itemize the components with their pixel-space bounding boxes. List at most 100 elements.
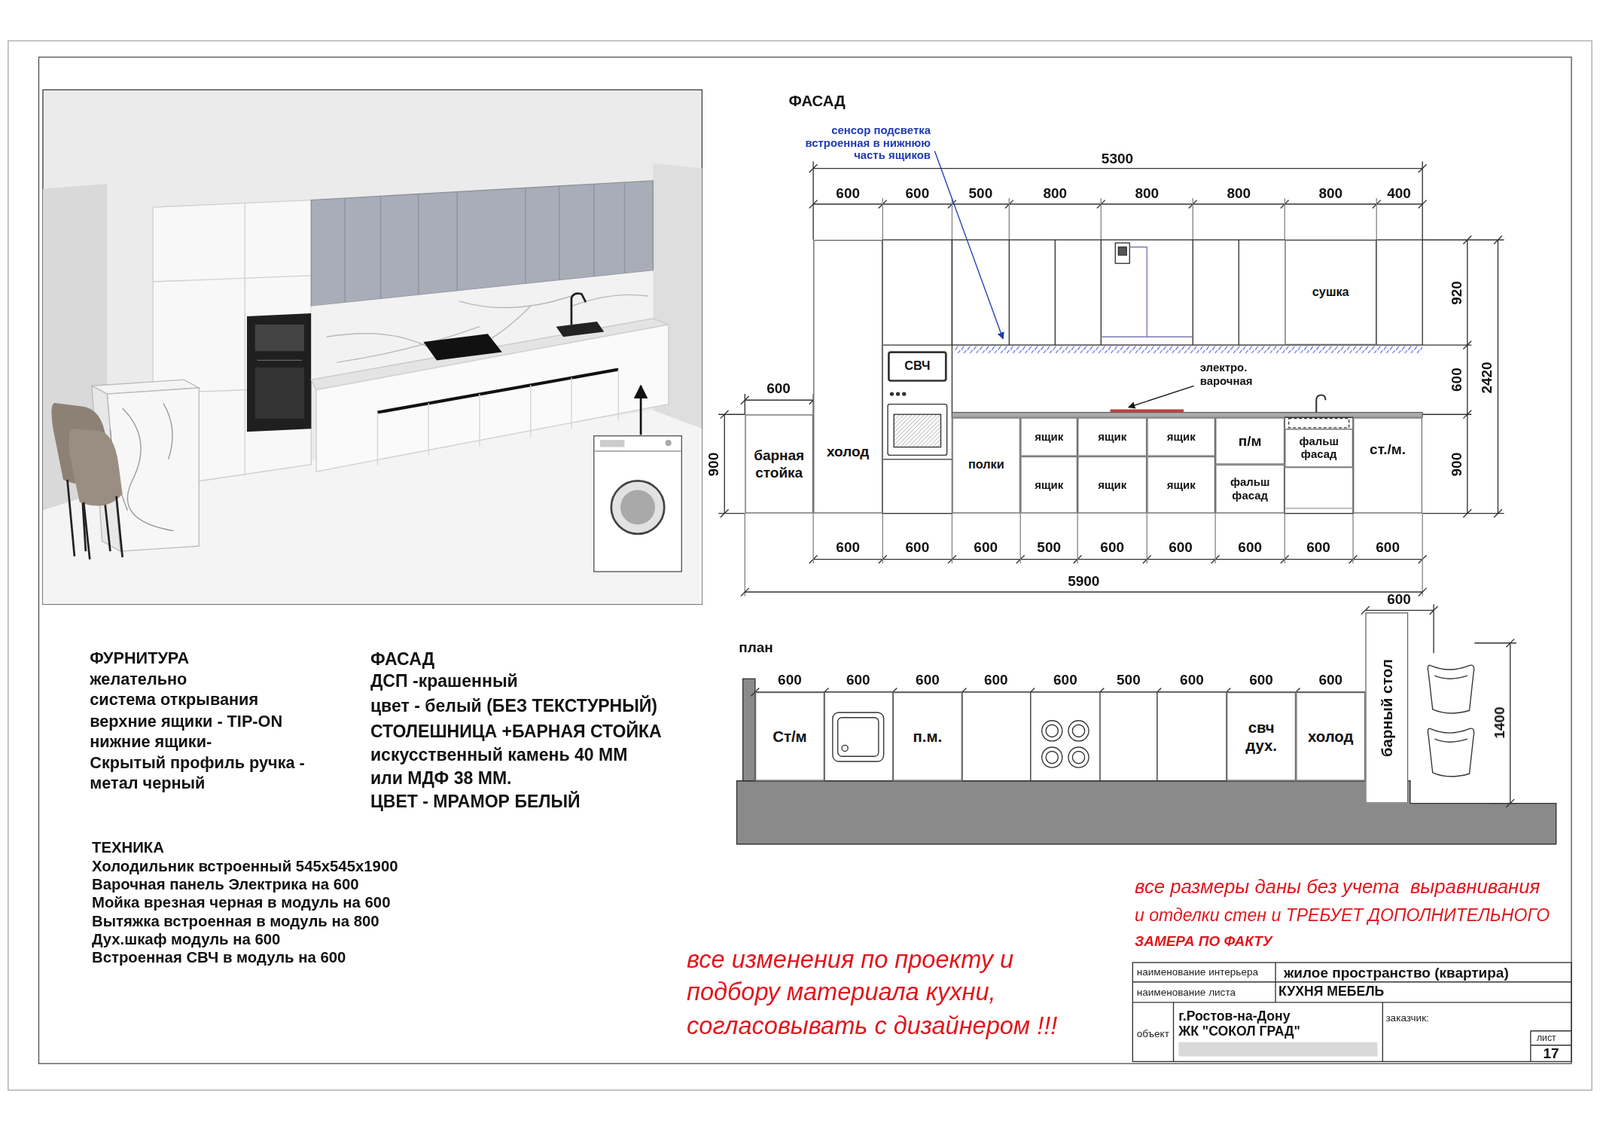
plan-module: п.м. [892,691,963,781]
module-label: холод [826,442,869,460]
title-block-cell: заказчик: [1385,1011,1429,1024]
dryer-cabinet: сушка [1284,239,1377,345]
dimension-label: 600 [1100,538,1125,555]
drawer-module: ящик [1146,417,1216,456]
dimension-label: 600 [846,671,871,689]
dimension-label: 600 [1237,538,1262,555]
spec-text: Встроенная СВЧ в модуль на 600 [91,948,346,967]
bar-counter-module: барная стойка [744,414,814,513]
warning-note: ЗАМЕРА ПО ФАКТУ [1134,932,1273,950]
module-label: СВЧ [904,359,930,374]
dimension-label: 600 [1318,671,1343,689]
title-block-cell: г.Ростов-на-Дону [1178,1008,1290,1024]
dimension-label: 600 [1053,671,1078,689]
module-label: барная стойка [750,447,808,481]
spec-text: ДСП -крашенный [370,671,519,692]
microwave-box: СВЧ [887,350,948,382]
title-block-cell: жилое пространство (квартира) [1283,964,1509,982]
dimension-label: 500 [1116,671,1141,689]
dimension-label: 5300 [1101,149,1134,167]
module-label: свч дух. [1232,718,1290,754]
dimension-label: 600 [835,184,860,202]
title-block-cell: 17 [1542,1045,1559,1062]
module-label: п.м. [913,727,943,745]
module-label: ящик [1097,429,1127,443]
facade-drawing [718,151,1505,597]
spec-text: система открывания [89,690,259,710]
spec-text: Варочная панель Электрика на 600 [91,874,360,893]
drawer-module: ящик [1020,417,1078,456]
dimension-label: 5900 [1067,572,1100,589]
fridge-column: холод [813,239,883,513]
warning-note: все изменения по проекту и [686,944,1014,973]
plan-module: свч дух. [1226,691,1296,781]
plan-module: холод [1295,691,1366,781]
drawer-module: ящик [1077,417,1147,456]
sheet-frame [8,40,1592,1090]
spec-text: Скрытый профиль ручка - [89,753,305,773]
module-label: Ст/м [772,727,807,745]
spec-text: или МДФ 38 ММ. [370,768,512,789]
dimension-label: 600 [1447,367,1465,392]
section-heading: план [738,638,774,656]
title-block-cell: наименование листа [1136,985,1236,998]
spec-text: Вытяжка встроенная в модуль на 800 [91,911,380,930]
dimension-label: 600 [835,538,860,555]
callout-note: сенсор подсветка встроенная в нижнюю час… [782,123,931,162]
dimension-label: 600 [905,538,930,555]
module-label: барный стол [1377,658,1396,757]
warning-note: все размеры даны без учета выравнивания [1134,875,1540,899]
module-label: ящик [1097,478,1127,491]
dimension-label: 800 [1226,184,1251,202]
title-block [1132,962,1572,1061]
false-front-panel: фальш фасад [1215,464,1285,514]
title-block-cell: объект [1136,1027,1170,1040]
title-block-cell: ЖК "СОКОЛ ГРАД" [1178,1024,1301,1040]
spec-text: нижние ящики- [89,732,212,752]
washer-module: ст./м. [1353,417,1423,513]
spec-text: Холодильник встроенный 545х545х1900 [91,856,399,875]
spec-text: Мойка врезная черная в модуль на 600 [91,892,391,911]
bar-table: барный стол [1365,612,1408,803]
module-label: ящик [1167,429,1196,443]
dimension-label: 900 [704,452,722,477]
dimension-label: 600 [1249,671,1274,689]
module-label: ящик [1167,478,1196,491]
dimension-label: 600 [1386,591,1412,608]
spec-text: ЦВЕТ - МРАМОР БЕЛЫЙ [370,792,581,812]
module-label: ст./м. [1369,440,1406,458]
module-label: холод [1307,727,1354,745]
render-illustration [42,89,702,604]
drawer-module: ящик [1020,456,1078,514]
dimension-label: 600 [973,538,998,555]
title-block-cell: наименование интерьера [1136,965,1259,978]
dimension-label: 600 [1306,538,1331,555]
false-front-panel: фальш фасад [1284,428,1354,467]
module-label: фальш фасад [1290,435,1348,461]
dimension-label: 800 [1042,184,1067,202]
dimension-label: 900 [1447,452,1465,477]
dishwasher-module: п/м [1215,417,1285,464]
title-block-cell: лист [1536,1032,1557,1043]
warning-note: подбору материала кухни, [686,978,997,1006]
spec-heading: ФАСАД [370,649,435,669]
dimension-label: 920 [1447,280,1465,305]
shelf-module: полки [951,417,1021,513]
dimension-label: 800 [1318,184,1343,202]
dimension-label: 600 [1375,538,1400,555]
dimension-label: 600 [915,671,940,689]
module-label: фальш фасад [1221,475,1279,502]
dimension-label: 800 [1134,184,1159,202]
plan-module: Ст/м [755,691,825,781]
dimension-label: 400 [1386,184,1412,202]
title-block-cell: КУХНЯ МЕБЕЛЬ [1278,984,1384,1000]
spec-text: верхние ящики - TIP-ON [89,712,283,732]
module-label: ящик [1034,478,1064,491]
dimension-label: 600 [1179,671,1204,689]
dimension-label: 2420 [1478,361,1496,394]
spec-text: метал черный [89,774,205,793]
dimension-label: 600 [766,379,791,397]
dimension-label: 1400 [1490,706,1508,738]
module-label: полки [968,458,1005,473]
dimension-label: 500 [969,184,994,202]
